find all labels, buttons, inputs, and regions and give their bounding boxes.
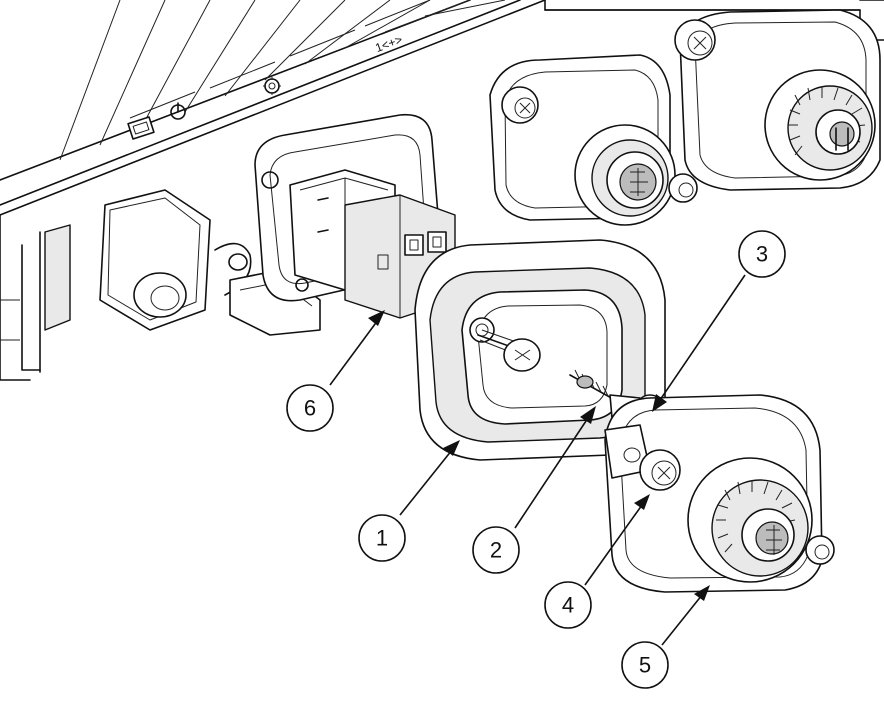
hex-nut — [99, 189, 211, 331]
callout-4: 4 — [544, 581, 592, 629]
callout-1-label: 1 — [376, 526, 388, 551]
power-icon — [170, 102, 186, 120]
callout-2-label: 2 — [490, 538, 502, 563]
screw-item-4 — [639, 449, 681, 491]
callout-3-label: 3 — [756, 242, 768, 267]
callout-3: 3 — [738, 230, 786, 278]
mounted-connector-right — [674, 9, 881, 191]
callout-6-label: 6 — [304, 396, 316, 421]
lcd-icon — [127, 116, 155, 140]
leader-lines — [329, 274, 746, 646]
gear-icon — [263, 77, 281, 95]
callout-2: 2 — [472, 526, 520, 574]
callout-4-label: 4 — [562, 593, 574, 618]
panel-connector-item-5 — [604, 394, 835, 593]
callout-5-label: 5 — [639, 653, 651, 678]
callout-6: 6 — [286, 384, 334, 432]
callout-5: 5 — [621, 641, 669, 689]
mounted-connector-left — [489, 54, 698, 226]
callout-1: 1 — [358, 514, 406, 562]
screw-icon — [477, 329, 541, 372]
